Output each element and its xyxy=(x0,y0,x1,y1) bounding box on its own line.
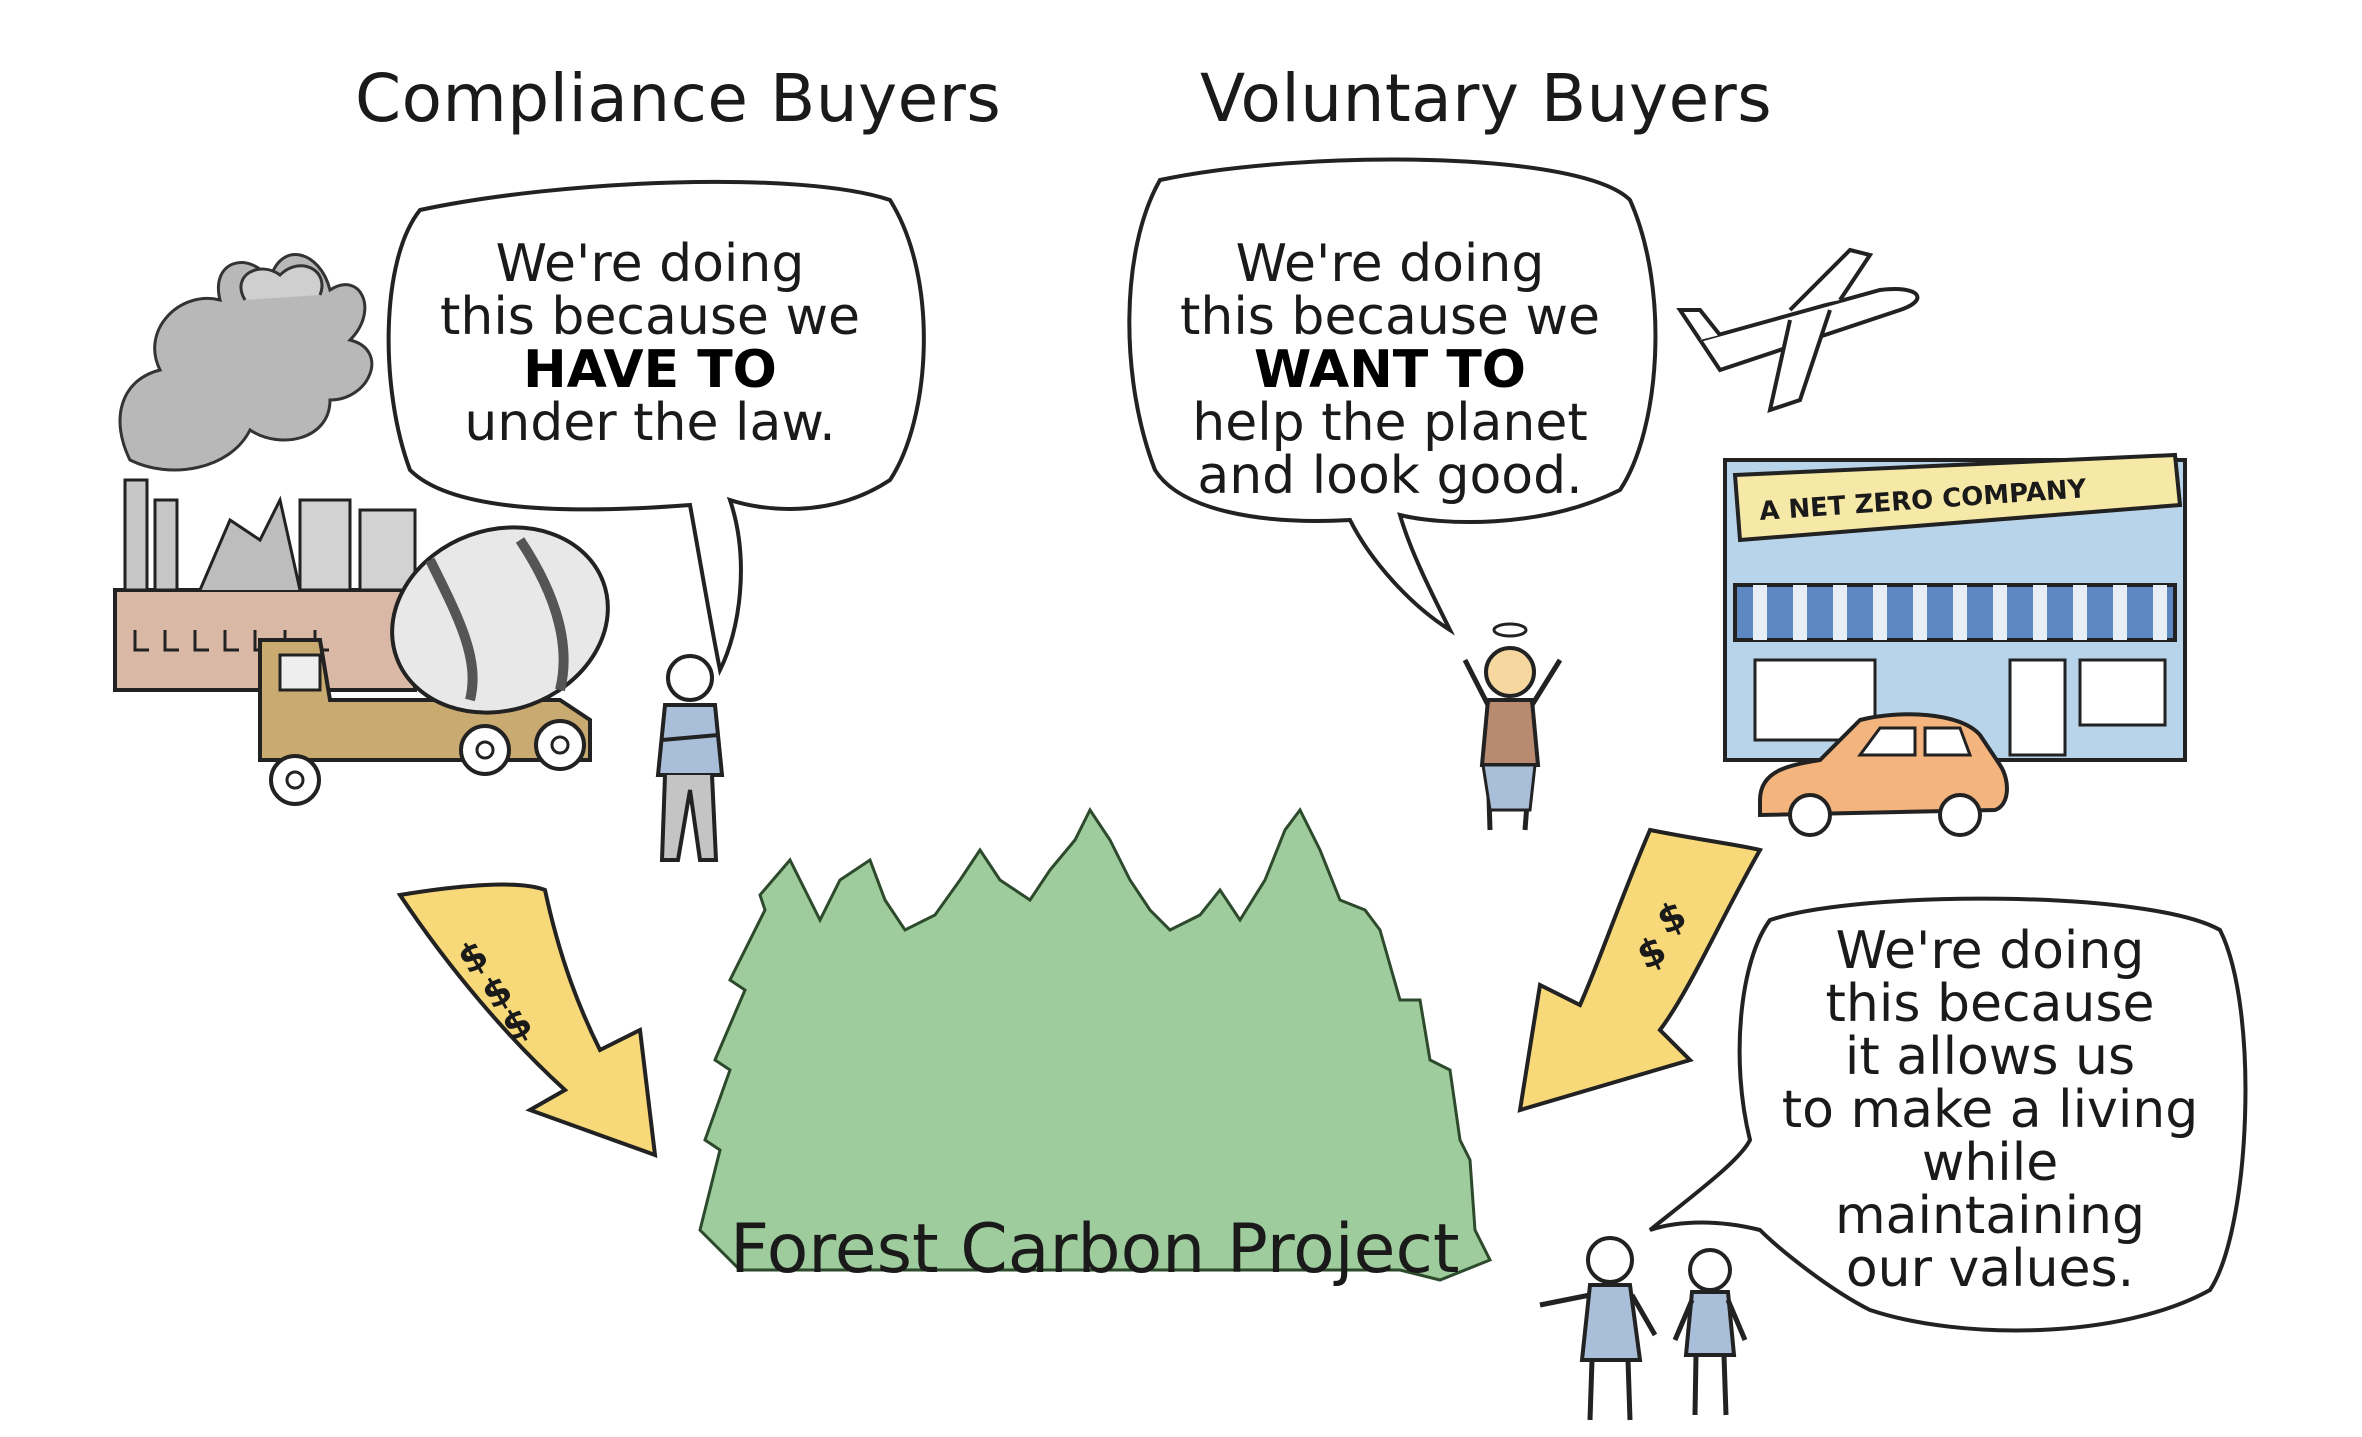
compliance-bubble-line-2: this because we xyxy=(440,287,860,348)
voluntary-person-icon xyxy=(1462,646,1563,831)
landowners-bubble-line-2: this because xyxy=(1825,974,2155,1035)
landowners-bubble-line-4: to make a living xyxy=(1781,1080,2199,1141)
compliance-bubble-emphasis: HAVE TO xyxy=(523,340,777,401)
store-icon xyxy=(1723,452,2187,762)
landowners-bubble-line-7: our values. xyxy=(1845,1239,2135,1300)
cement-truck-icon xyxy=(258,525,610,806)
landowners-bubble-line-3: it allows us xyxy=(1844,1027,2136,1088)
smoke-icon xyxy=(118,253,374,472)
landowners-bubble-line-6: maintaining xyxy=(1835,1186,2145,1247)
landowners-speech-bubble xyxy=(1648,896,2248,1333)
compliance-speech-bubble xyxy=(386,179,926,677)
compliance-buyers-heading: Compliance Buyers xyxy=(355,60,1002,137)
voluntary-bubble-line-2: this because we xyxy=(1180,287,1600,348)
compliance-bubble-text: We're doing this because we HAVE TO unde… xyxy=(430,234,870,454)
landowners-bubble-line-1: We're doing xyxy=(1835,921,2145,981)
landowners-bubble-text: We're doing this because it allows us to… xyxy=(1770,921,2210,1300)
halo-icon xyxy=(1492,622,1528,638)
voluntary-bubble-line-4: help the planet xyxy=(1192,393,1588,454)
voluntary-money-arrow: $ $ xyxy=(1517,827,1764,1113)
forest-carbon-project-label: Forest Carbon Project xyxy=(730,1210,1460,1289)
car-icon xyxy=(1758,712,2009,837)
compliance-person-icon xyxy=(655,654,725,862)
compliance-bubble-line-1: We're doing xyxy=(495,234,805,294)
compliance-bubble-line-4: under the law. xyxy=(464,393,836,454)
voluntary-bubble-emphasis: WANT TO xyxy=(1253,340,1527,401)
voluntary-buyers-heading: Voluntary Buyers xyxy=(1200,60,1773,137)
compliance-money-arrow: $ $ $ xyxy=(396,882,658,1158)
factory-icon xyxy=(113,478,417,692)
forest-icon xyxy=(698,807,1493,1282)
voluntary-bubble-text: We're doing this because we WANT TO help… xyxy=(1170,234,1610,507)
landowner-person-2-icon xyxy=(1672,1248,1748,1416)
landowner-person-icon xyxy=(1539,1236,1658,1421)
voluntary-bubble-line-5: and look good. xyxy=(1197,446,1583,507)
voluntary-bubble-line-1: We're doing xyxy=(1235,234,1545,294)
voluntary-speech-bubble xyxy=(1127,157,1658,636)
airplane-icon xyxy=(1676,247,1920,414)
landowners-bubble-line-5: while xyxy=(1921,1133,2059,1194)
